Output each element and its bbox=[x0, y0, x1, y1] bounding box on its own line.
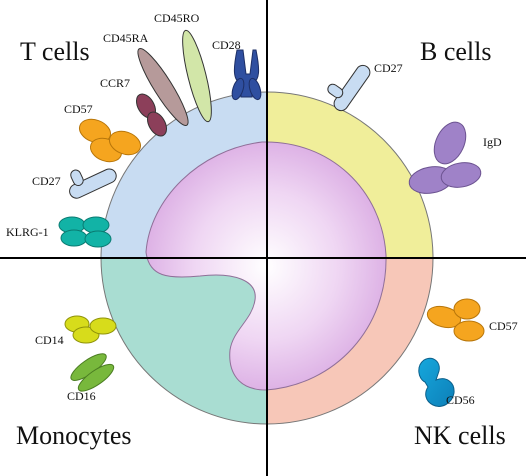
monocytes-title: Monocytes bbox=[16, 421, 132, 450]
split-oval-icon bbox=[70, 353, 115, 392]
cd57-t-marker bbox=[79, 118, 141, 163]
cd16-label: CD16 bbox=[67, 389, 96, 403]
t-receptor-icon bbox=[69, 168, 117, 199]
igd-marker bbox=[408, 121, 482, 194]
cd27-t-marker bbox=[69, 168, 117, 199]
cd57-nk-marker bbox=[426, 298, 485, 342]
klrg1-label: KLRG-1 bbox=[6, 225, 49, 239]
cd57-nk-label: CD57 bbox=[489, 319, 518, 333]
cd27-t-label: CD27 bbox=[32, 174, 61, 188]
t-receptor-icon bbox=[327, 64, 371, 112]
nk-cells-title: NK cells bbox=[414, 421, 506, 450]
triple-lobe-icon bbox=[408, 121, 482, 194]
cd45ro-marker bbox=[182, 29, 212, 123]
triple-lobe-icon bbox=[79, 118, 141, 163]
b-cells-title: B cells bbox=[420, 37, 492, 66]
cd56-marker bbox=[418, 357, 455, 407]
cd56-label: CD56 bbox=[446, 393, 475, 407]
t-cells-title: T cells bbox=[20, 37, 90, 66]
cd27-b-label: CD27 bbox=[374, 61, 403, 75]
klrg1-marker bbox=[58, 216, 112, 248]
ccr7-marker bbox=[136, 93, 167, 137]
ccr7-label: CCR7 bbox=[100, 76, 130, 90]
triple-lobe-icon bbox=[426, 298, 485, 342]
cd45ra-marker bbox=[137, 48, 189, 126]
cd14-marker bbox=[64, 315, 117, 344]
cd57-t-label: CD57 bbox=[64, 102, 93, 116]
cd28-marker bbox=[231, 49, 262, 101]
bent-hook-icon bbox=[418, 357, 455, 407]
cd14-label: CD14 bbox=[35, 333, 64, 347]
quad-lobe-icon bbox=[58, 216, 112, 248]
cd28-label: CD28 bbox=[212, 38, 241, 52]
cd45ro-label: CD45RO bbox=[154, 11, 200, 25]
cd27-b-marker bbox=[327, 64, 371, 112]
triple-lobe-icon bbox=[64, 315, 117, 344]
cd45ra-label: CD45RA bbox=[103, 31, 149, 45]
cd16-marker bbox=[70, 353, 115, 392]
igd-label: IgD bbox=[483, 135, 502, 149]
